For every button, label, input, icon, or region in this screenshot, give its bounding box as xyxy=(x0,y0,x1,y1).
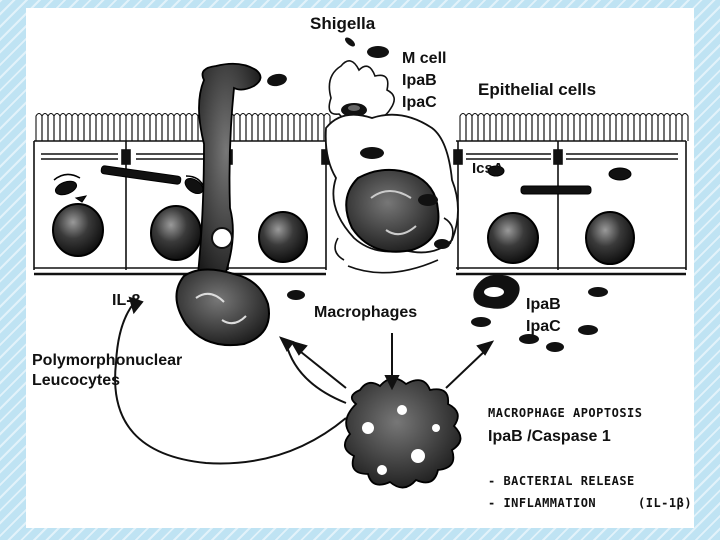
released-bacterium xyxy=(473,274,520,309)
diagram-panel: Shigella M cell IpaB IpaC Epithelial cel… xyxy=(26,8,694,528)
label-bacterial-release: - BACTERIAL RELEASE xyxy=(488,474,635,488)
label-pmn-line2: Leucocytes xyxy=(32,372,121,389)
label-inflammation: - INFLAMMATION xyxy=(488,496,597,510)
label-il1b: (IL-1β) xyxy=(638,496,693,510)
label-m-cell: M cell xyxy=(402,50,447,67)
label-apoptosis-title: MACROPHAGE APOPTOSIS xyxy=(488,406,643,420)
label-il8: IL-8 xyxy=(112,292,141,309)
flow-arrows xyxy=(114,296,495,465)
label-shigella: Shigella xyxy=(310,14,376,33)
label-ipac-top: IpaC xyxy=(402,94,437,111)
shigella-infection-diagram xyxy=(33,37,689,489)
nuclei xyxy=(52,203,635,265)
epithelial-layer xyxy=(33,112,689,276)
label-pmn-line1: Polymorphonuclear xyxy=(32,352,183,369)
label-icsa: IcsA xyxy=(472,160,504,177)
extracellular-bacteria xyxy=(267,37,608,352)
label-apoptosis-mechanism: IpaB /Caspase 1 xyxy=(488,428,611,445)
apoptotic-macrophage xyxy=(340,377,462,489)
label-ipab-top: IpaB xyxy=(402,72,437,89)
label-ipab-right: IpaB xyxy=(526,296,561,313)
m-cell xyxy=(324,60,459,274)
transmigrating-leucocyte xyxy=(175,62,270,347)
label-macrophages: Macrophages xyxy=(314,304,418,321)
microvilli xyxy=(35,112,689,141)
label-ipac-right: IpaC xyxy=(526,318,561,335)
label-epithelial-cells: Epithelial cells xyxy=(478,80,597,99)
